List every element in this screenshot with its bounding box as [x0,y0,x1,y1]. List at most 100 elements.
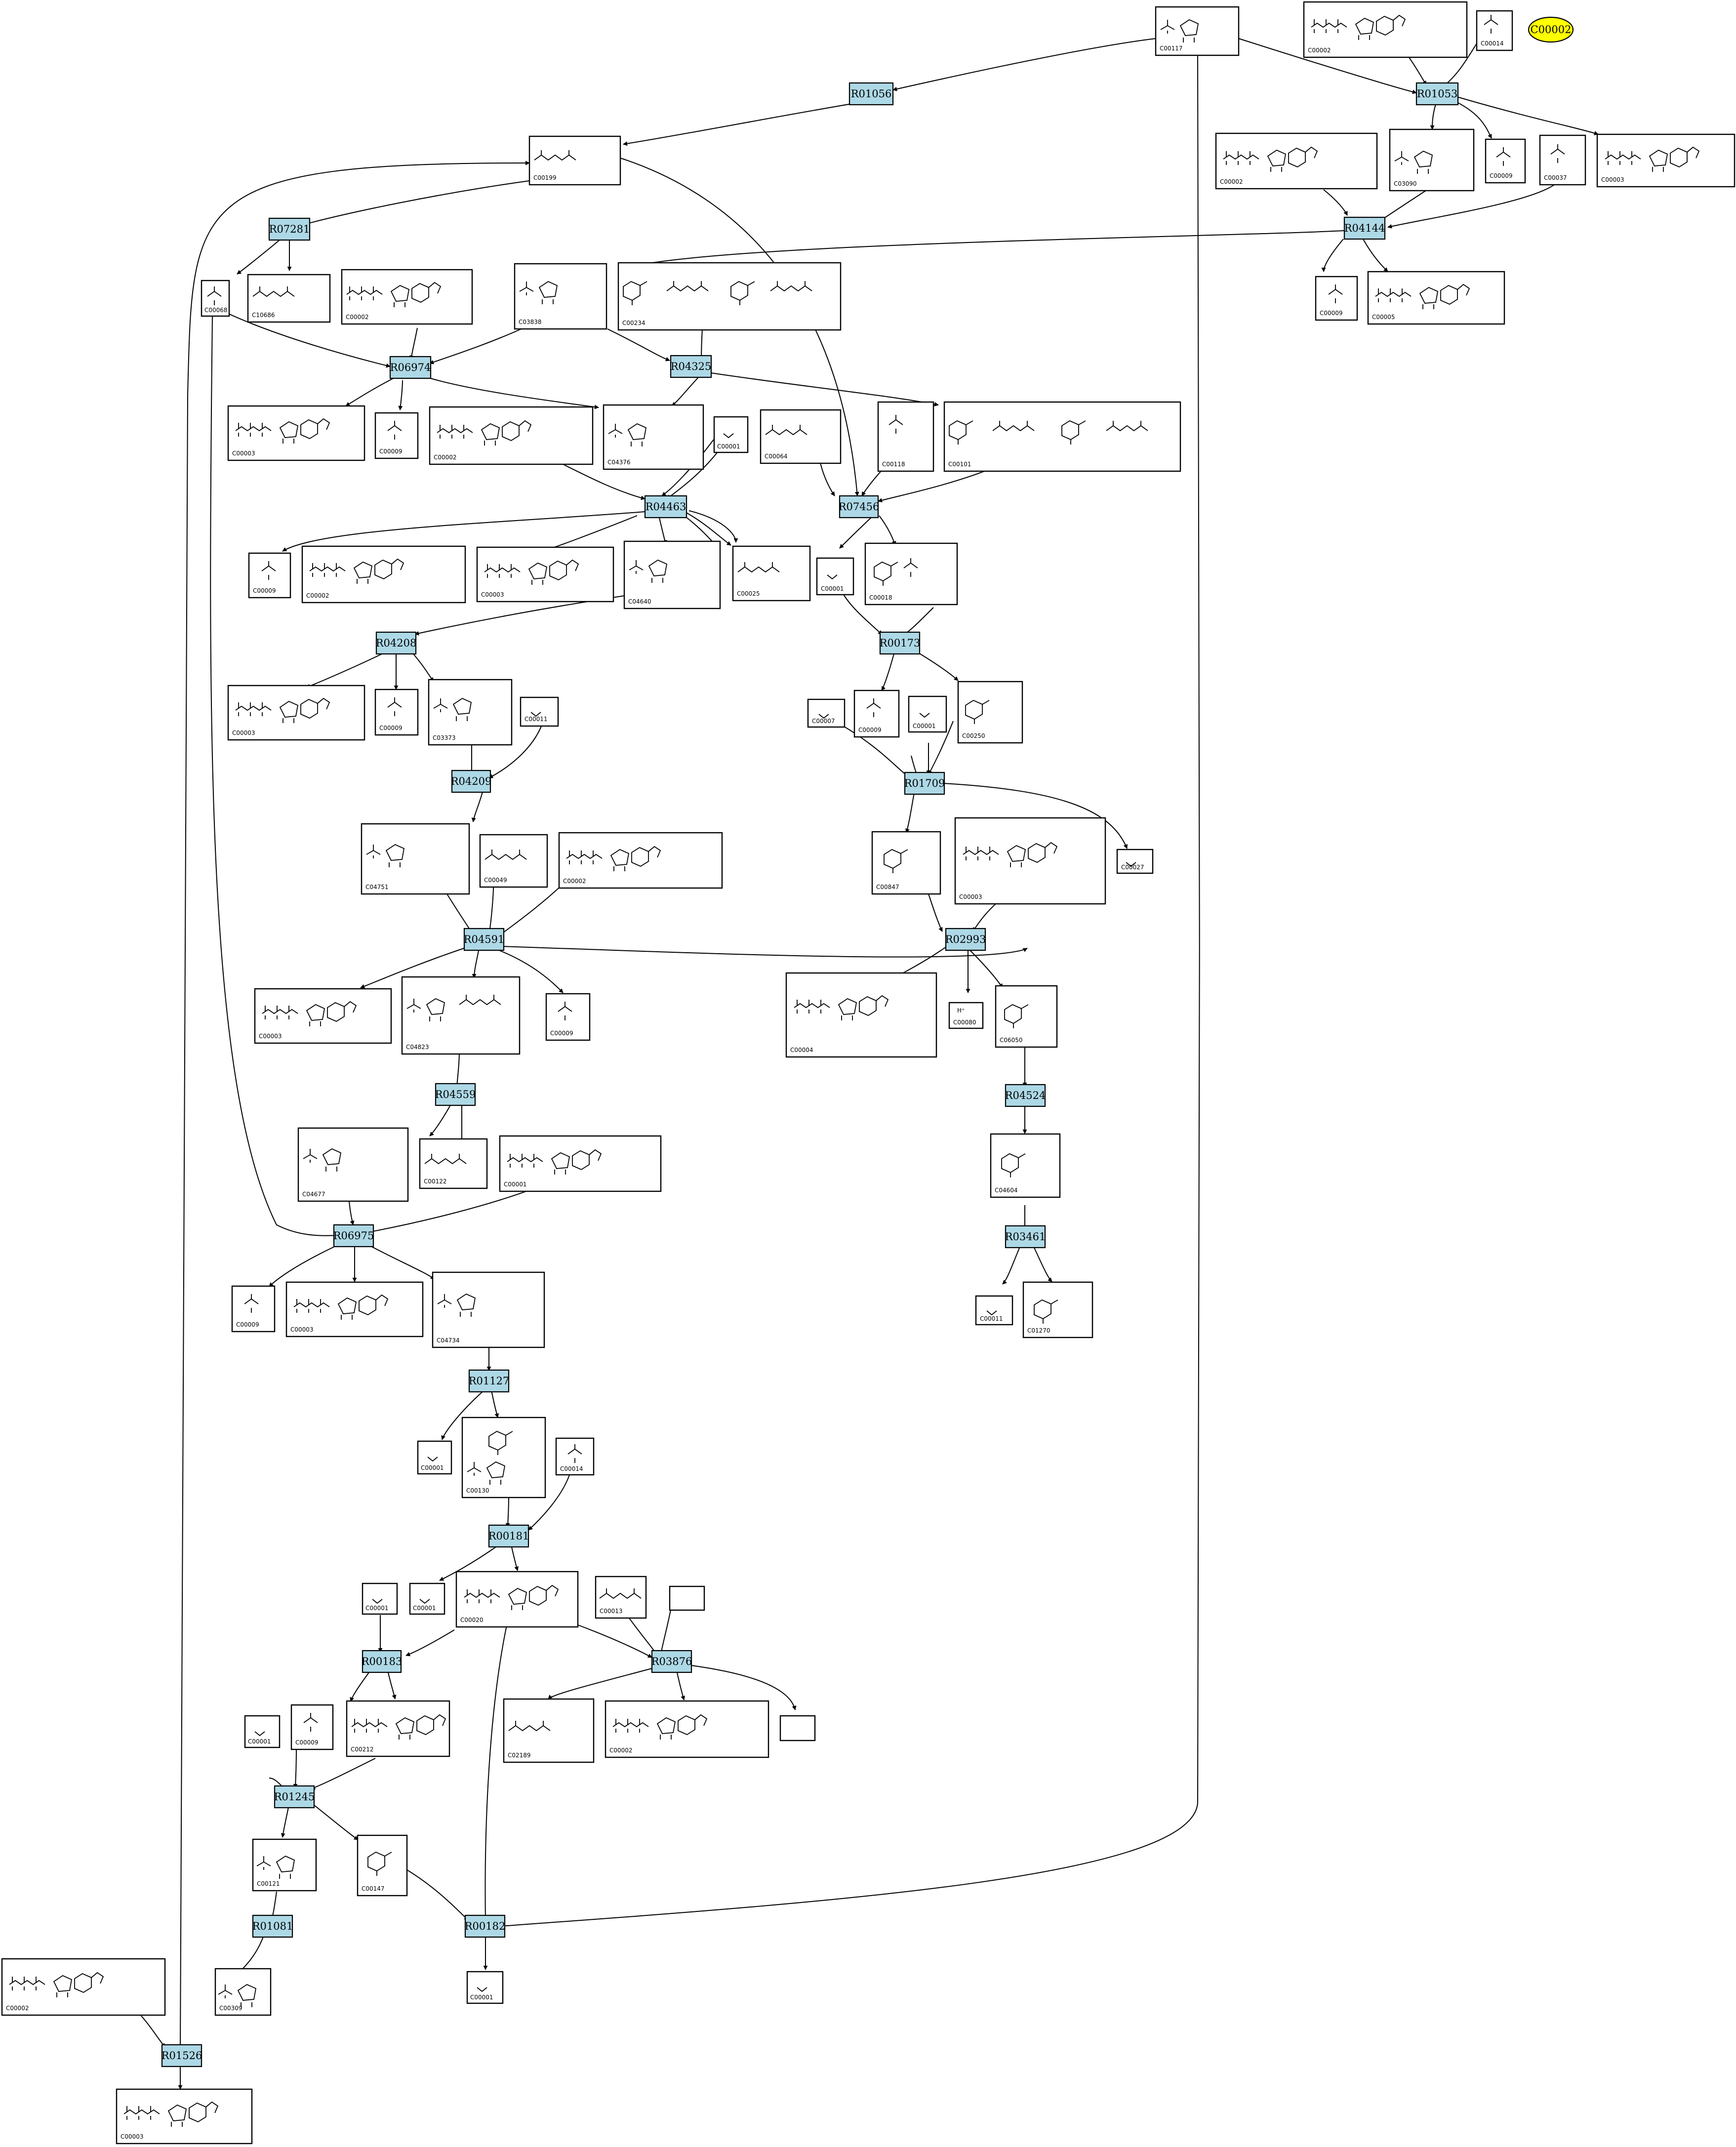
compound-C00011-r04209[interactable]: C00011 [520,696,559,727]
reaction-R01053[interactable]: R01053 [1415,82,1459,106]
compound-C00027[interactable]: C00027 [1116,849,1154,874]
compound-C00049[interactable]: C00049 [479,834,548,888]
compound-C00147[interactable]: C00147 [357,1834,408,1897]
compound-C00009-r06974[interactable]: C00009 [374,412,419,459]
compound-C00002-r04591[interactable]: C00002 [558,832,723,889]
compound-C00234[interactable]: C00234 [617,262,842,331]
compound-C03838[interactable]: C03838 [514,263,607,330]
compound-C00001-r00173[interactable]: C00001 [816,557,854,596]
compound-C04677[interactable]: C04677 [297,1127,409,1202]
compound-C00101[interactable]: C00101 [943,401,1181,472]
reaction-R04325[interactable]: R04325 [670,355,712,378]
compound-C00003-r04591[interactable]: C00003 [254,988,392,1044]
compound-C03373[interactable]: C03373 [428,679,513,746]
compound-C04376[interactable]: C04376 [603,404,704,470]
compound-C00003-r06974[interactable]: C00003 [227,405,365,461]
reaction-R00173[interactable]: R00173 [880,631,921,655]
compound-C04751[interactable]: C04751 [361,823,470,895]
compound-C00003-r04208[interactable]: C00003 [227,685,365,741]
compound-C00014-r00181[interactable]: C00014 [555,1437,595,1476]
compound-C00064[interactable]: C00064 [760,409,842,464]
reaction-R00182[interactable]: R00182 [465,1914,506,1938]
compound-C00013[interactable]: C00013 [595,1576,647,1619]
compound-C00003-r02993[interactable]: C00003 [954,817,1106,905]
compound-C04823[interactable]: C04823 [401,976,521,1055]
compound-C00309[interactable]: C00309 [214,1968,272,2016]
compound-C00121[interactable]: C00121 [252,1838,317,1892]
compound-C00001-r04463[interactable]: C00001 [713,416,749,453]
compound-C00025[interactable]: C00025 [732,545,811,602]
compound-C00009-r04144[interactable]: C00009 [1315,276,1358,321]
compound-C10686[interactable]: C10686 [247,274,331,323]
compound-C00003-r06975[interactable]: C00003 [285,1281,424,1337]
reaction-R04208[interactable]: R04208 [376,631,417,655]
compound-C00009-r04591[interactable]: C00009 [545,993,591,1041]
compound-blank-2[interactable] [779,1715,816,1742]
reaction-R04463[interactable]: R04463 [644,495,687,519]
compound-C00212[interactable]: C00212 [346,1700,450,1757]
highlight-C00002[interactable]: C00002 [1528,16,1574,43]
compound-C00001-r01127[interactable]: C00001 [417,1440,452,1475]
reaction-R04209[interactable]: R04209 [451,770,492,793]
reaction-R01127[interactable]: R01127 [469,1369,510,1393]
compound-C00118[interactable]: C00118 [877,401,934,472]
compound-C03090[interactable]: C03090 [1389,128,1475,192]
compound-C00002-r06974[interactable]: C00002 [341,269,473,325]
compound-C00002-r01053[interactable]: C00002 [1215,132,1378,190]
compound-C00002-r03876[interactable]: C00002 [605,1700,769,1758]
compound-C00250[interactable]: C00250 [957,681,1023,744]
compound-C06050[interactable]: C06050 [995,985,1058,1048]
compound-C00037[interactable]: C00037 [1539,134,1586,186]
reaction-R03461[interactable]: R03461 [1005,1225,1046,1249]
compound-C00001-r01245[interactable]: C00001 [244,1715,281,1748]
reaction-R04144[interactable]: R04144 [1343,216,1386,240]
reaction-R03876[interactable]: R03876 [651,1650,692,1673]
reaction-R02993[interactable]: R02993 [945,928,986,951]
compound-C00003-top[interactable]: C00003 [1596,133,1736,188]
compound-C00002-r04463[interactable]: C00002 [429,406,594,465]
reaction-R01526[interactable]: R01526 [161,2044,202,2067]
reaction-R00181[interactable]: R00181 [488,1524,529,1548]
compound-C00009-r00173[interactable]: C00009 [853,689,900,738]
compound-C00001-r00181[interactable]: C00001 [409,1582,445,1615]
compound-C00130[interactable]: C00130 [461,1417,546,1499]
compound-C04640[interactable]: C04640 [623,540,721,609]
compound-C00001-r00183[interactable]: C00001 [362,1582,398,1615]
compound-C04734[interactable]: C04734 [432,1271,545,1348]
reaction-R07281[interactable]: R07281 [268,217,311,241]
compound-C00009-r04208[interactable]: C00009 [374,689,419,736]
compound-C00020[interactable]: C00020 [455,1571,579,1628]
compound-C00847[interactable]: C00847 [871,831,941,895]
reaction-R01245[interactable]: R01245 [274,1785,315,1809]
compound-C00199[interactable]: C00199 [528,135,621,186]
reaction-R06974[interactable]: R06974 [389,356,432,379]
reaction-R04559[interactable]: R04559 [435,1083,476,1106]
compound-C00018[interactable]: C00018 [864,542,958,606]
compound-C00009-r00183[interactable]: C00009 [290,1704,334,1750]
compound-C00068[interactable]: C00068 [201,280,230,317]
compound-C00014-top[interactable]: C00014 [1476,10,1513,51]
compound-C00009-r04463[interactable]: C00009 [248,552,291,599]
compound-C00004[interactable]: C00004 [785,972,937,1058]
reaction-R01709[interactable]: R01709 [904,771,945,795]
compound-C00002-r01526[interactable]: C00002 [1,1958,166,2016]
compound-C00009-r06975[interactable]: C00009 [231,1285,276,1333]
compound-C04604[interactable]: C04604 [990,1133,1061,1198]
compound-C00002-top[interactable]: C00002 [1303,1,1468,58]
compound-C00007[interactable]: C00007 [807,698,846,728]
compound-C00002-r04208[interactable]: C00002 [301,545,466,604]
compound-blank-1[interactable] [669,1585,705,1611]
reaction-R04591[interactable]: R04591 [464,928,505,951]
compound-C02189[interactable]: C02189 [503,1698,595,1763]
compound-C00080[interactable]: H⁺ C00080 [948,1002,984,1029]
compound-C00117[interactable]: C00117 [1155,6,1240,56]
reaction-R07456[interactable]: R07456 [839,495,880,519]
compound-C00009-r01053[interactable]: C00009 [1485,138,1526,184]
compound-C00003-r04463[interactable]: C00003 [476,546,614,603]
reaction-R01081[interactable]: R01081 [252,1914,293,1938]
compound-C00011-r03461[interactable]: C00011 [975,1295,1013,1326]
reaction-R06975[interactable]: R06975 [333,1224,374,1248]
compound-C00005-r04144[interactable]: C00005 [1367,271,1505,325]
compound-C00001-r00182[interactable]: C00001 [466,1971,504,2004]
compound-C00001-r01709[interactable]: C00001 [908,695,947,733]
